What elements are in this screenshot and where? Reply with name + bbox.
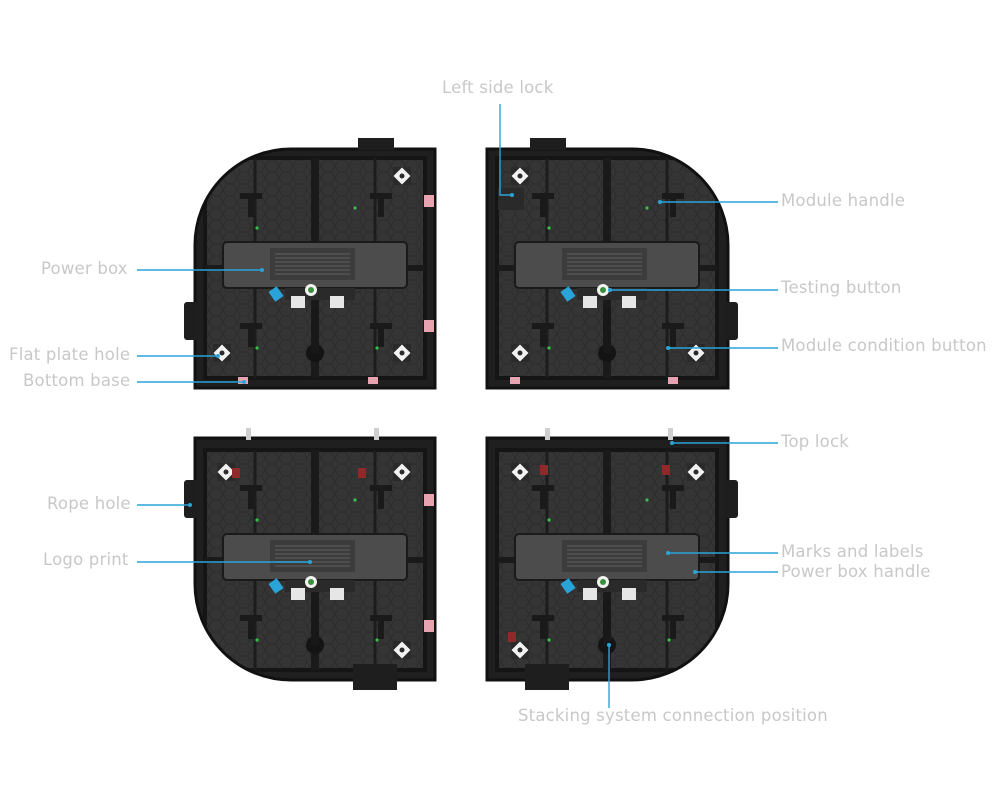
label-stacking-system-connection-position: Stacking system connection position [518,706,828,725]
label-bottom-base: Bottom base [23,371,131,390]
label-top-lock: Top lock [781,432,849,451]
label-rope-hole: Rope hole [47,494,131,513]
leader-left-side-lock [499,104,512,196]
label-module-handle: Module handle [781,191,906,210]
label-testing-button: Testing button [781,278,902,297]
cabinet-bottom-right [485,428,738,690]
label-marks-and-labels: Marks and labels [781,542,924,561]
label-flat-plate-hole: Flat plate hole [9,345,131,364]
label-power-box: Power box [41,259,128,278]
cabinet-top-left [184,138,437,390]
label-power-box-handle: Power box handle [781,562,931,581]
label-module-condition-button: Module condition button [781,336,987,355]
leader-lines [137,104,778,708]
cabinet-top-right [485,138,738,390]
label-logo-print: Logo print [43,550,129,569]
cabinet-bottom-left [184,428,437,690]
label-left-side-lock: Left side lock [442,78,554,97]
